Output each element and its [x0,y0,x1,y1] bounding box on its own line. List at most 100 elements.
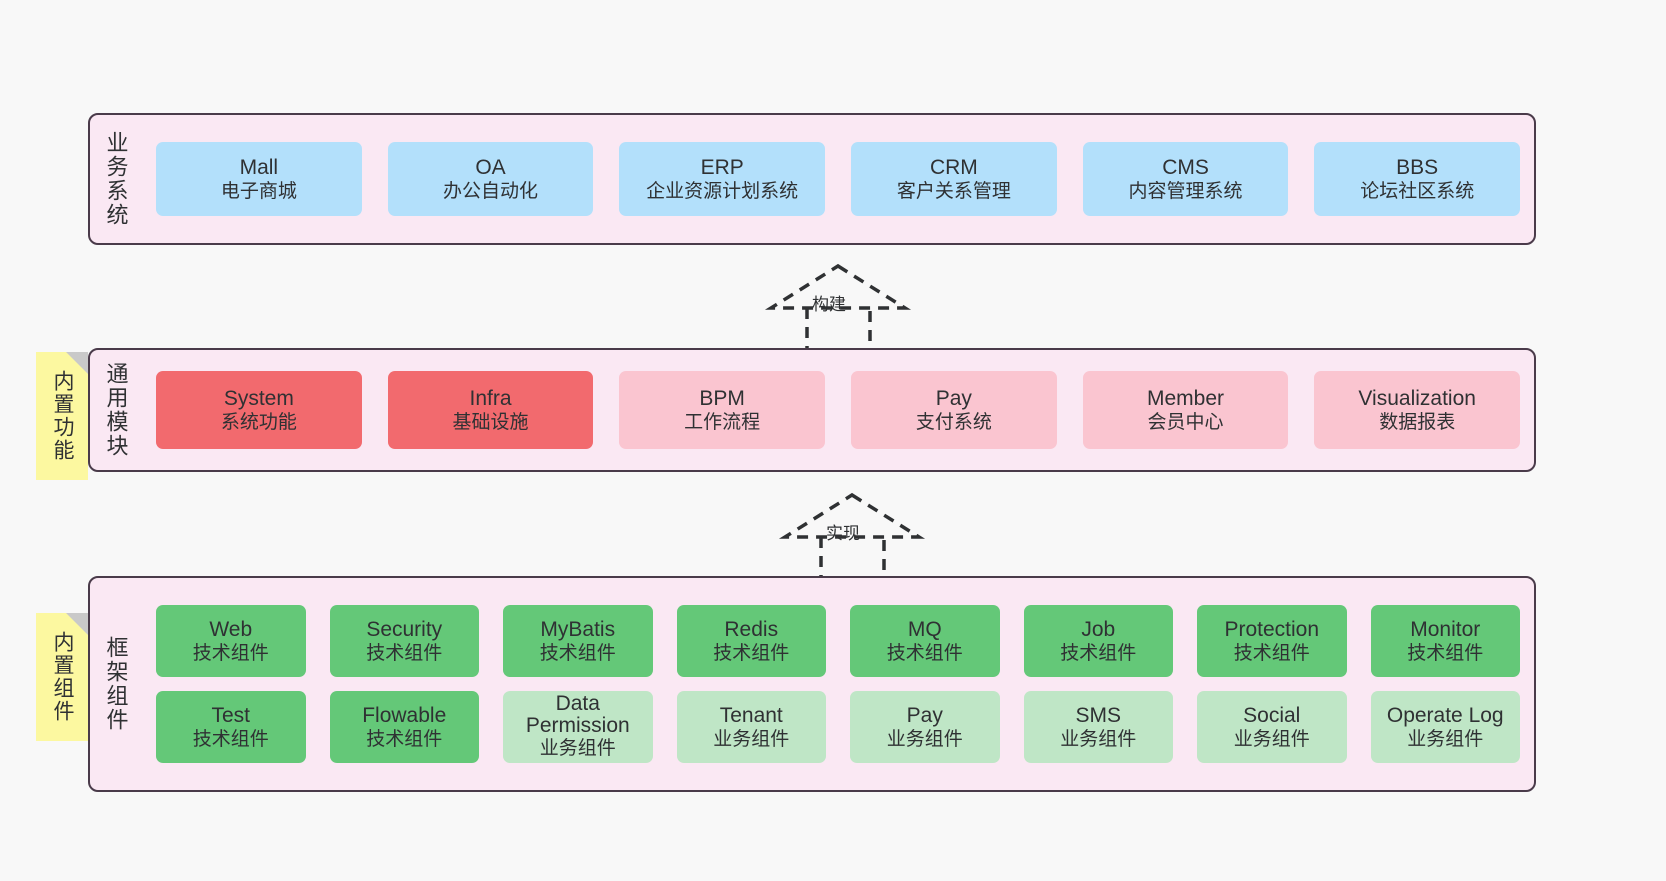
card-system-title: System [223,386,294,410]
card-bpm-title: BPM [699,386,745,410]
card-member[interactable]: Member 会员中心 [1082,371,1289,449]
card-security-desc: 技术组件 [366,643,443,665]
card-operate-log-desc: 业务组件 [1407,729,1484,751]
card-social-desc: 业务组件 [1233,729,1310,751]
card-security[interactable]: Security 技术组件 [329,605,479,677]
card-mall-desc: 电子商城 [220,181,297,203]
card-monitor-desc: 技术组件 [1407,643,1484,665]
layer-common-modules: 通用模块 System 系统功能 Infra 基础设施 BPM 工作流程 Pay… [88,348,1536,472]
card-crm[interactable]: CRM 客户关系管理 [851,142,1057,216]
card-protection-desc: 技术组件 [1233,643,1310,665]
card-job[interactable]: Job 技术组件 [1023,605,1173,677]
card-operate-log[interactable]: Operate Log 业务组件 [1370,691,1520,763]
connector-realize-label: 实现 [826,524,860,543]
card-monitor[interactable]: Monitor 技术组件 [1370,605,1520,677]
card-bpm[interactable]: BPM 工作流程 [619,371,826,449]
layer-business-systems-body: Mall 电子商城 OA 办公自动化 ERP 企业资源计划系统 CRM 客户关系… [142,115,1534,243]
card-mybatis-title: MyBatis [540,617,616,641]
sticky-fold-corner-icon [66,613,88,635]
card-pay-component[interactable]: Pay 业务组件 [850,691,1000,763]
card-mq-desc: 技术组件 [886,643,963,665]
card-sms-title: SMS [1075,703,1121,727]
card-infra[interactable]: Infra 基础设施 [387,371,594,449]
sticky-fold-corner-icon [66,352,88,374]
card-sms[interactable]: SMS 业务组件 [1023,691,1173,763]
sticky-note-builtin-components-label: 内置组件 [51,631,75,723]
card-operate-log-title: Operate Log [1386,703,1504,727]
sticky-note-builtin-functions: 内置功能 [36,352,88,480]
card-redis-desc: 技术组件 [713,643,790,665]
card-protection[interactable]: Protection 技术组件 [1197,605,1347,677]
card-test[interactable]: Test 技术组件 [156,691,306,763]
card-infra-desc: 基础设施 [452,412,529,434]
connector-build-label: 构建 [812,295,846,314]
layer-business-systems: 业务系统 Mall 电子商城 OA 办公自动化 ERP 企业资源计划系统 CRM… [88,113,1536,245]
card-tenant-title: Tenant [719,703,783,727]
card-visualization-title: Visualization [1358,386,1476,410]
card-pay-module-title: Pay [935,386,972,410]
card-crm-desc: 客户关系管理 [896,181,1011,203]
card-mybatis[interactable]: MyBatis 技术组件 [503,605,653,677]
card-system[interactable]: System 系统功能 [156,371,362,449]
layer-framework-row-business: Test 技术组件 Flowable 技术组件 Data Permission … [156,691,1520,763]
card-oa-title: OA [475,155,506,179]
layer-business-systems-label: 业务系统 [103,131,129,227]
card-oa[interactable]: OA 办公自动化 [387,142,594,216]
layer-framework-components-body: Web 技术组件 Security 技术组件 MyBatis 技术组件 Redi… [142,578,1534,790]
card-social[interactable]: Social 业务组件 [1197,691,1347,763]
card-system-desc: 系统功能 [220,412,297,434]
connector-build-arrow-icon [764,263,912,352]
card-monitor-title: Monitor [1410,617,1481,641]
card-web-desc: 技术组件 [192,643,269,665]
layer-business-systems-row: Mall 电子商城 OA 办公自动化 ERP 企业资源计划系统 CRM 客户关系… [156,142,1521,216]
card-pay-module[interactable]: Pay 支付系统 [851,371,1057,449]
sticky-note-builtin-components: 内置组件 [36,613,88,741]
card-visualization[interactable]: Visualization 数据报表 [1314,371,1521,449]
connector-build: 构建 [750,258,930,353]
card-tenant[interactable]: Tenant 业务组件 [676,691,826,763]
card-redis[interactable]: Redis 技术组件 [676,605,826,677]
layer-common-modules-label: 通用模块 [103,362,129,458]
card-protection-title: Protection [1224,617,1320,641]
card-cms-desc: 内容管理系统 [1128,181,1243,203]
card-social-title: Social [1243,703,1301,727]
card-mq[interactable]: MQ 技术组件 [850,605,1000,677]
card-oa-desc: 办公自动化 [443,181,539,203]
layer-common-modules-body: System 系统功能 Infra 基础设施 BPM 工作流程 Pay 支付系统… [142,350,1534,470]
card-data-permission-title: Data Permission [525,692,630,738]
card-bbs[interactable]: BBS 论坛社区系统 [1314,142,1521,216]
card-flowable[interactable]: Flowable 技术组件 [329,691,479,763]
card-member-title: Member [1147,386,1225,410]
card-flowable-title: Flowable [362,703,447,727]
card-bbs-title: BBS [1396,155,1439,179]
connector-realize: 实现 [764,487,944,582]
card-mybatis-desc: 技术组件 [539,643,616,665]
card-cms-title: CMS [1162,155,1209,179]
layer-framework-components: 框架组件 Web 技术组件 Security 技术组件 MyBatis 技术组件… [88,576,1536,792]
card-tenant-desc: 业务组件 [713,729,790,751]
card-pay-module-desc: 支付系统 [915,412,992,434]
card-sms-desc: 业务组件 [1060,729,1137,751]
layer-framework-components-label: 框架组件 [103,636,129,732]
card-data-permission-desc: 业务组件 [539,738,616,760]
card-job-title: Job [1081,617,1116,641]
card-mq-title: MQ [907,617,942,641]
card-erp-desc: 企业资源计划系统 [646,181,799,203]
card-data-permission[interactable]: Data Permission 业务组件 [503,691,653,763]
card-infra-title: Infra [469,386,512,410]
card-web[interactable]: Web 技术组件 [156,605,306,677]
card-bpm-desc: 工作流程 [684,412,761,434]
card-web-title: Web [209,617,253,641]
card-mall-title: Mall [239,155,279,179]
card-erp-title: ERP [700,155,744,179]
card-erp[interactable]: ERP 企业资源计划系统 [619,142,826,216]
card-pay-component-desc: 业务组件 [886,729,963,751]
card-job-desc: 技术组件 [1060,643,1137,665]
card-test-desc: 技术组件 [192,729,269,751]
card-redis-title: Redis [724,617,779,641]
connector-realize-arrow-icon [778,492,926,581]
card-mall[interactable]: Mall 电子商城 [156,142,362,216]
card-cms[interactable]: CMS 内容管理系统 [1082,142,1289,216]
card-member-desc: 会员中心 [1147,412,1224,434]
